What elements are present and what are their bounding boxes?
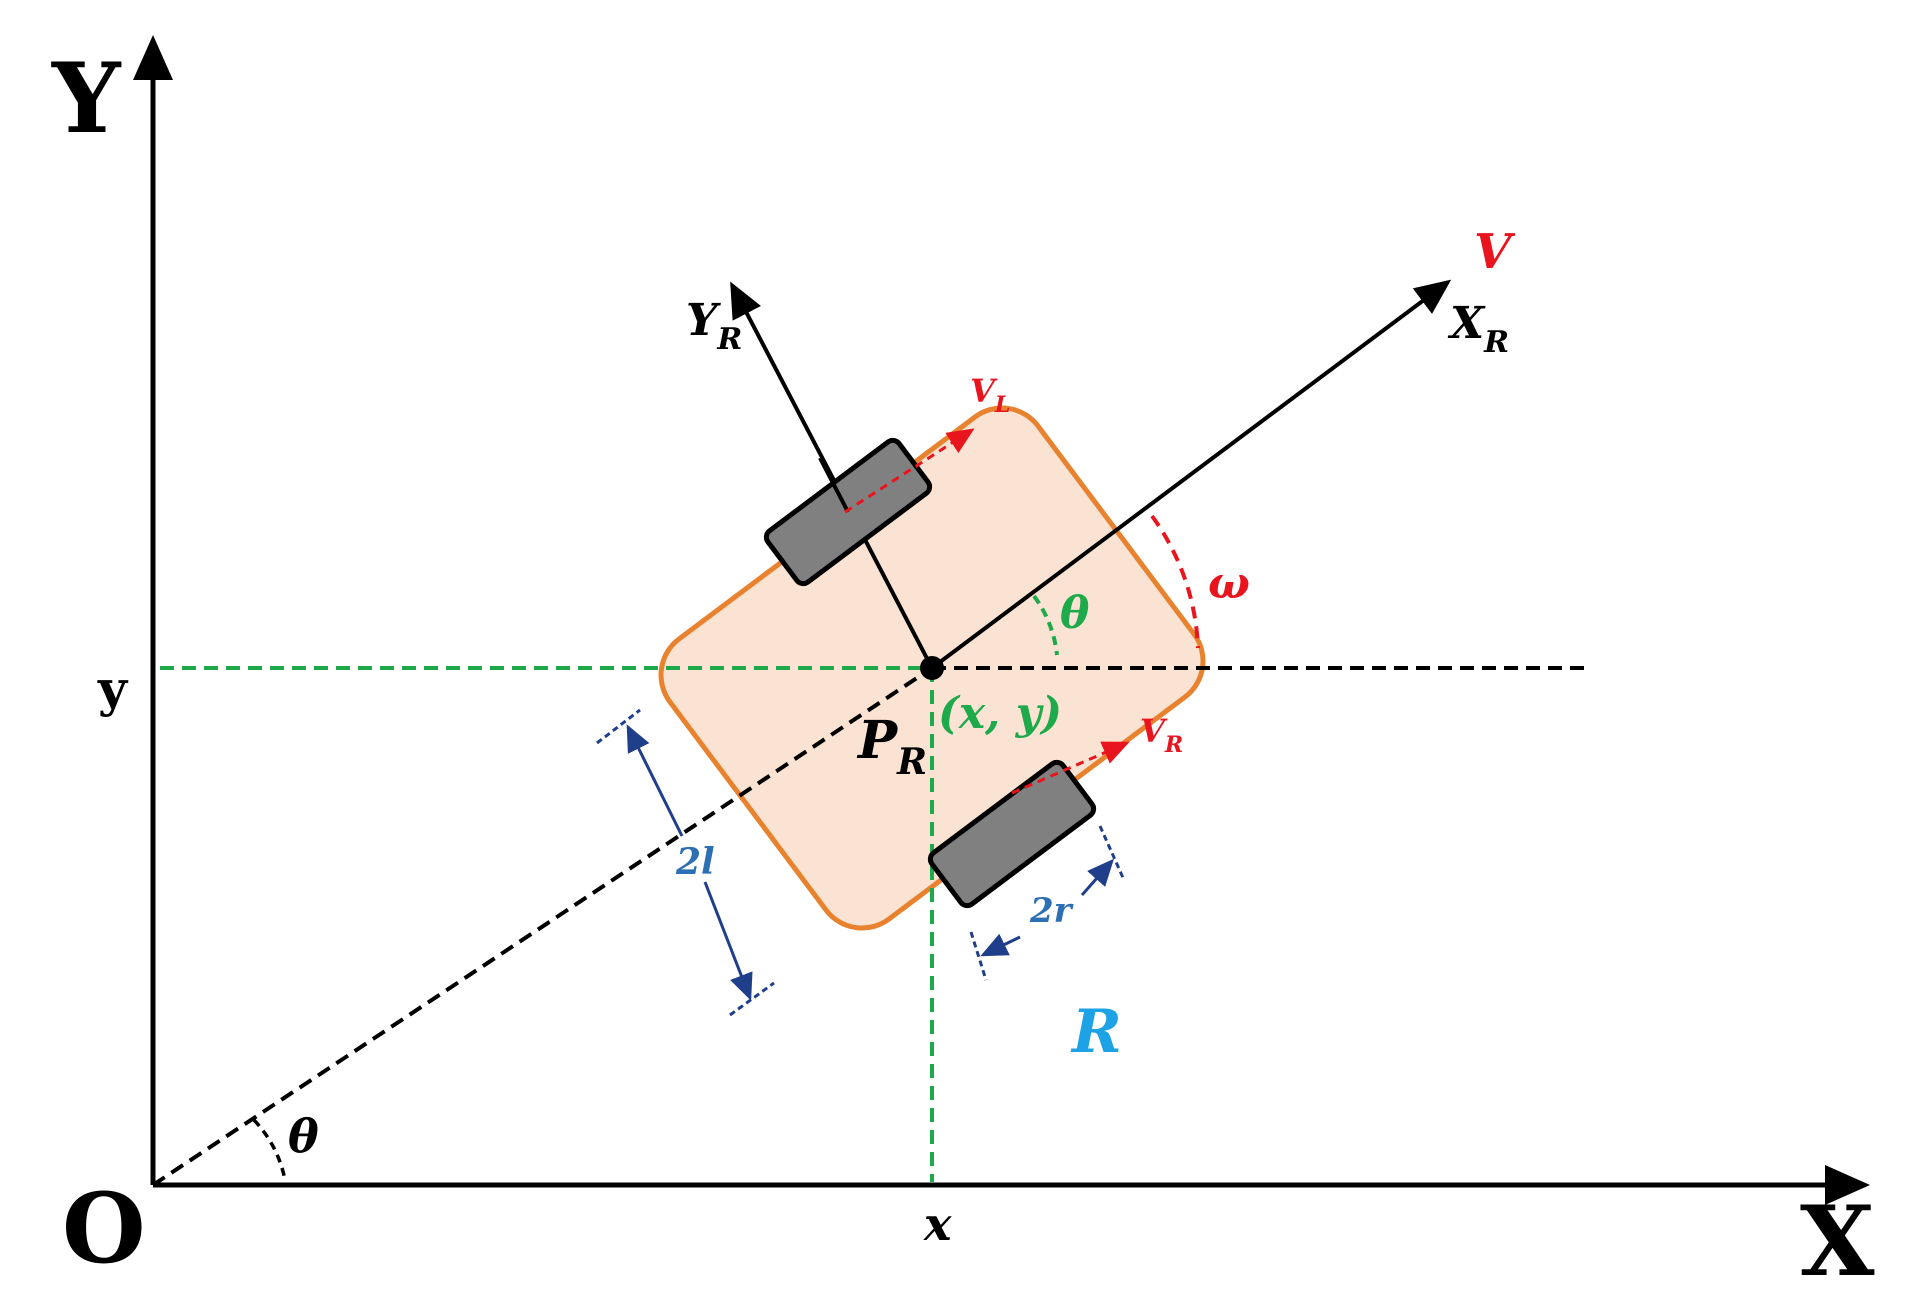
y-tick-label: y — [97, 659, 129, 718]
robot-y-axis-overlay — [818, 457, 850, 513]
robot-x-axis-label: XR — [1447, 298, 1509, 360]
origin-heading-arc — [252, 1118, 287, 1181]
wheel-base-label: 2l — [675, 841, 715, 883]
robot-center-point — [920, 656, 944, 680]
wheel-base-dimension-line-a — [626, 724, 684, 837]
heading-angle-label: θ — [288, 1109, 319, 1163]
left-wheel-velocity-label: VL — [970, 372, 1010, 418]
local-heading-arc — [1032, 594, 1059, 656]
wheel-diameter-dimension-line-a — [980, 933, 1021, 957]
angular-velocity-label: ω — [1208, 558, 1250, 609]
right-wheel-velocity-label: VR — [1140, 712, 1183, 758]
robot-y-axis — [730, 281, 934, 669]
velocity-label: V — [1474, 224, 1516, 280]
wheel-diameter-label: 2r — [1029, 891, 1074, 931]
robot-frame-label: R — [1070, 997, 1122, 1067]
robot-x-axis — [930, 279, 1452, 670]
wheel-base-extension-top — [596, 708, 641, 745]
heading-angle-local-label: θ — [1060, 588, 1090, 639]
heading-line-dashed — [151, 666, 934, 1187]
robot-point-label: PR — [856, 710, 927, 783]
right-wheel-velocity-arrow — [1011, 741, 1130, 795]
left-wheel-velocity-arrow — [844, 428, 975, 514]
robot-y-axis-label: YR — [686, 295, 742, 357]
wheel-diameter-dimension-line-b — [1080, 858, 1114, 896]
x-tick-label: x — [923, 1197, 952, 1251]
wheel-diameter-extension-left — [969, 931, 988, 981]
angular-velocity-arc — [1150, 514, 1200, 649]
right-wheel — [927, 759, 1097, 909]
wheel-base-extension-bottom — [729, 981, 775, 1017]
origin-label: O — [62, 1172, 146, 1285]
wheel-base-dimension-line-b — [703, 881, 753, 1001]
coordinate-label: (x, y) — [938, 688, 1062, 739]
y-axis-label: Y — [51, 42, 122, 155]
x-axis-label: X — [1800, 1185, 1875, 1298]
